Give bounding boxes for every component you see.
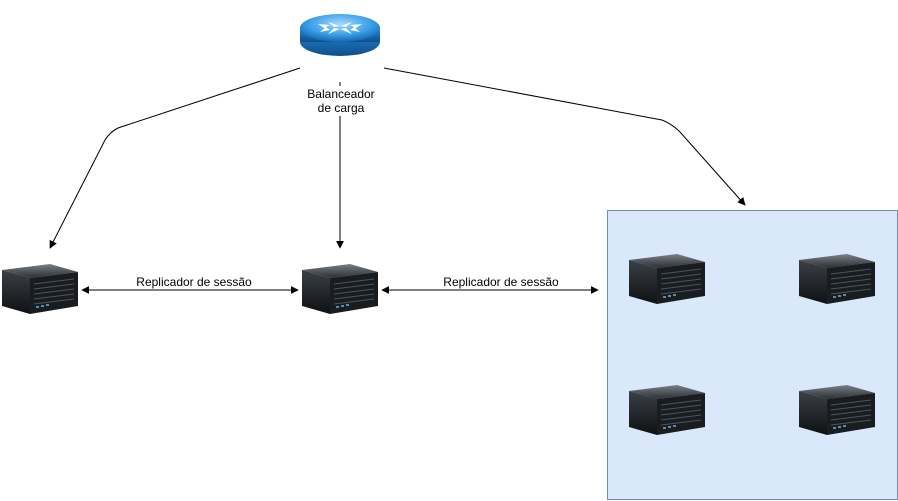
load-balancer-label-line2: de carga xyxy=(318,101,365,115)
load-balancer-label-line1: Balanceador xyxy=(307,87,374,101)
server-icon xyxy=(798,253,876,305)
server-icon xyxy=(628,253,706,305)
server-icon xyxy=(301,263,379,315)
replicator-label-right: Replicador de sessão xyxy=(443,275,559,289)
server-cluster-box xyxy=(607,210,898,500)
router-icon xyxy=(300,14,380,56)
server-icon xyxy=(1,263,79,315)
replicator-label-left: Replicador de sessão xyxy=(136,275,252,289)
server-icon xyxy=(628,384,706,436)
arrow-to-server-left xyxy=(49,67,301,249)
server-icon xyxy=(798,384,876,436)
arrow-to-cluster xyxy=(383,67,746,206)
